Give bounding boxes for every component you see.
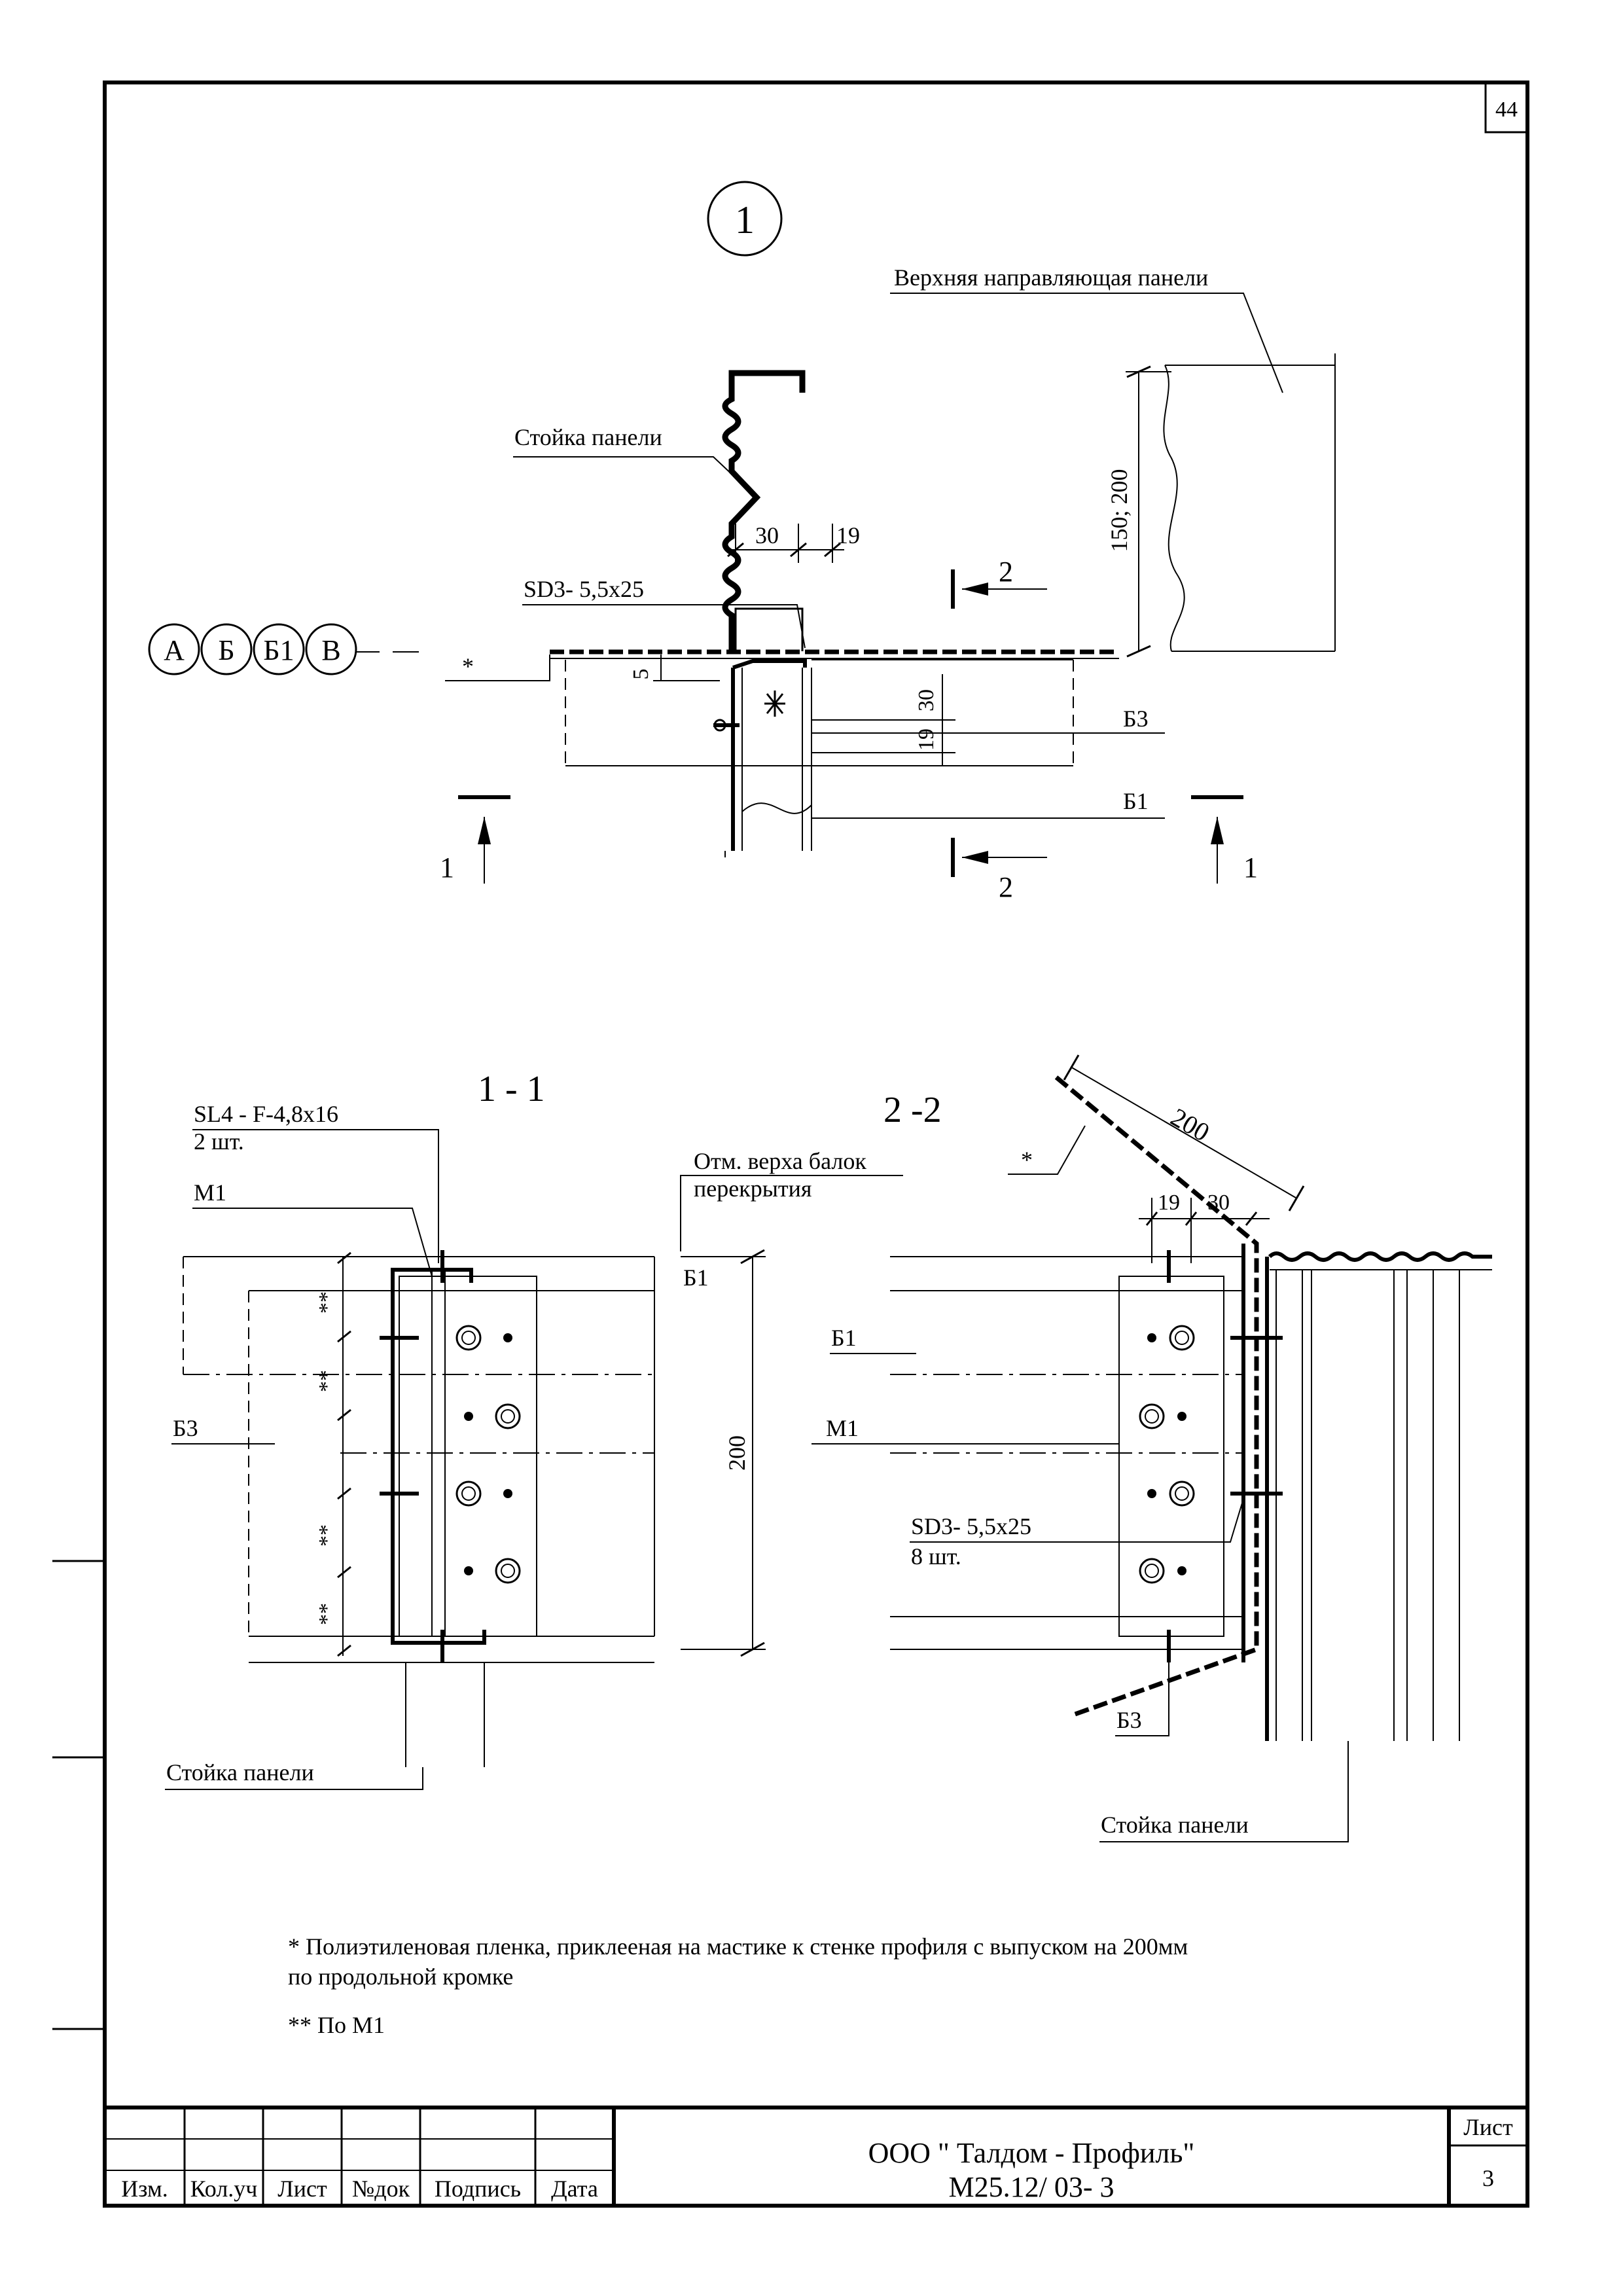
s11-b1: Б1: [683, 1265, 709, 1291]
axis-v: В: [321, 634, 340, 666]
vertical-dims: [812, 674, 955, 766]
s11-screw-label: SL4 - F-4,8х16: [194, 1101, 338, 1127]
height-dimension: [1126, 365, 1171, 658]
s11-screw-qty: 2 шт.: [194, 1128, 244, 1155]
s22-film: [1054, 1075, 1259, 1717]
s11-screw-leader: [192, 1129, 439, 1263]
s11-post-leader: [165, 1767, 423, 1790]
axis-b: Б: [218, 634, 234, 666]
section-1-right: 1: [1243, 852, 1258, 884]
dim-19: 19: [836, 522, 860, 548]
s11-dim-chain: [337, 1251, 351, 1657]
top-guide-panel: [1163, 353, 1336, 652]
s11-star-4: **: [315, 1603, 339, 1625]
film-star: *: [462, 653, 474, 679]
s22-b3-leader: [1115, 1662, 1169, 1736]
note-1-line-1: * Полиэтиленовая пленка, приклееная на м…: [288, 1933, 1188, 1960]
axis-bubbles: [148, 623, 419, 675]
s22-screw-label: SD3- 5,5х25: [911, 1513, 1031, 1539]
section-2-top: 2: [999, 556, 1013, 588]
top-guide-leader: [890, 293, 1283, 393]
title-block: [105, 2106, 1527, 2206]
beam-body: [565, 659, 1074, 857]
dim-30-vertical: 30: [914, 689, 938, 711]
s11-dim-200-text: 200: [724, 1435, 750, 1471]
title-col-kol-uch: Кол.уч: [190, 2176, 258, 2202]
label-b3: Б3: [1123, 706, 1149, 732]
section-2-bottom: 2: [999, 871, 1013, 903]
s22-b3: Б3: [1116, 1707, 1142, 1733]
height-dim-text: 150; 200: [1106, 469, 1132, 552]
s22-dims: [1139, 1198, 1270, 1263]
s22-star-leader: [1008, 1125, 1086, 1175]
s22-post-label: Стойка панели: [1101, 1812, 1249, 1838]
title-company: ООО " Талдом - Профиль": [868, 2137, 1195, 2169]
title-col-list: Лист: [277, 2176, 327, 2202]
s11-elevation-2: перекрытия: [694, 1175, 812, 1202]
axis-b1: Б1: [263, 634, 294, 666]
title-sheet-value: 3: [1482, 2165, 1494, 2191]
post-leader: [513, 456, 736, 478]
s22-dim-200: [1063, 1054, 1305, 1211]
screw-symbol: [713, 691, 785, 732]
s11-star-1: **: [315, 1291, 339, 1314]
s11-post-label: Стойка панели: [166, 1759, 314, 1785]
label-b1: Б1: [1123, 788, 1149, 814]
s22-screw-leader: [910, 1498, 1244, 1543]
s11-elevation-leader: [680, 1175, 903, 1251]
section-markers: [458, 569, 1243, 884]
s11-b3: Б3: [173, 1415, 198, 1441]
sheet-frame: [52, 81, 1529, 2208]
title-col-ndok: №док: [352, 2176, 410, 2202]
s22-dim-30: 30: [1207, 1191, 1230, 1215]
title-col-izm: Изм.: [121, 2176, 168, 2202]
s11-star-2: **: [315, 1370, 339, 1392]
note-2: ** По М1: [288, 2012, 385, 2038]
s11-dim-200: [681, 1249, 766, 1657]
post-profile: [722, 370, 806, 651]
note-1-line-2: по продольной кромке: [288, 1964, 513, 1990]
film-leader: [445, 655, 550, 681]
s11-m1: М1: [194, 1179, 226, 1206]
corner-sheet-number: 44: [1495, 98, 1518, 122]
s11-plate: [380, 1250, 537, 1767]
title-document-code: М25.12/ 03- 3: [949, 2171, 1115, 2203]
s22-post-leader: [1099, 1741, 1349, 1842]
section-1-left: 1: [440, 852, 454, 884]
s22-screw-qty: 8 шт.: [911, 1543, 961, 1570]
s22-b1: Б1: [831, 1325, 857, 1351]
dim-30: 30: [755, 522, 779, 548]
s11-elevation-1: Отм. верха балок: [694, 1148, 866, 1174]
title-sheet-label: Лист: [1463, 2114, 1513, 2140]
corner-number-box: [1484, 81, 1529, 134]
section-2-2-title: 2 -2: [883, 1090, 942, 1130]
screw-label: SD3- 5,5х25: [524, 576, 644, 602]
section-1-1-title: 1 - 1: [478, 1069, 545, 1109]
title-col-data: Дата: [551, 2176, 598, 2202]
dim-5: 5: [629, 669, 653, 680]
s22-dim-19: 19: [1158, 1191, 1180, 1215]
dim-19-vertical: 19: [914, 728, 938, 751]
s11-star-3: **: [315, 1524, 339, 1547]
node-number: 1: [735, 198, 755, 242]
s22-post: [1241, 1244, 1492, 1741]
s22-beams: [890, 1250, 1283, 1662]
axis-a: А: [164, 634, 185, 666]
post-label: Стойка панели: [514, 424, 662, 450]
node-number-circle: [707, 181, 783, 257]
s22-m1: М1: [826, 1415, 859, 1441]
title-col-podpis: Подпись: [435, 2176, 521, 2202]
s22-star: *: [1021, 1147, 1033, 1173]
screw-leader: [522, 604, 806, 649]
s11-m1-leader: [192, 1208, 433, 1277]
s22-dim-200-text: 200: [1166, 1102, 1215, 1147]
post-dims: [727, 524, 844, 563]
top-guide-label: Верхняя направляющая панели: [894, 264, 1208, 291]
s11-beams: [183, 1256, 655, 1663]
